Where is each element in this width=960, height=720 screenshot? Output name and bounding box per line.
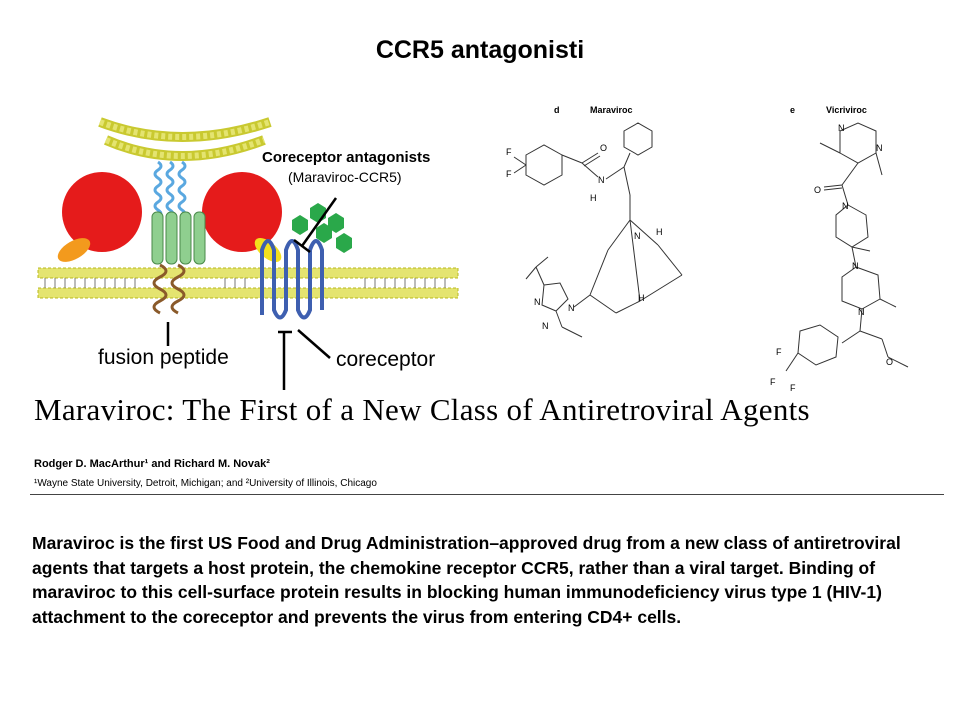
- label-antagonists-sub: (Maraviroc-CCR5): [288, 169, 402, 185]
- atom-h1: H: [590, 193, 597, 203]
- divider-rule: [30, 494, 944, 495]
- atom-f1: F: [506, 147, 512, 157]
- cell-membrane: [37, 267, 459, 299]
- atom-o1: O: [600, 143, 607, 153]
- abstract-text: Maraviroc is the first US Food and Drug …: [32, 533, 901, 627]
- gp41-core: [151, 211, 206, 265]
- atom-o3: O: [886, 357, 893, 367]
- atom-h2: H: [656, 227, 663, 237]
- label-fusion-peptide: fusion peptide: [98, 346, 229, 369]
- hiv-fusion-diagram: Coreceptor antagonists (Maraviroc-CCR5) …: [37, 117, 459, 390]
- slide-title: CCR5 antagonisti: [375, 36, 585, 64]
- inhibition-arrow: [300, 197, 338, 247]
- atom-n9: N: [852, 261, 859, 271]
- maraviroc-structure: [513, 122, 683, 338]
- cd4-left: [57, 238, 91, 262]
- atom-n6: N: [838, 123, 845, 133]
- fusion-peptide-coil: [152, 263, 168, 315]
- ccr5-coreceptor: [260, 239, 324, 320]
- paper-authors: Rodger D. MacArthur¹ and Richard M. Nova…: [34, 458, 270, 470]
- atom-o2: O: [814, 185, 821, 195]
- atom-f5: F: [790, 383, 796, 393]
- atom-n4: N: [534, 297, 541, 307]
- atom-n5: N: [542, 321, 549, 331]
- panel-d-letter: d: [554, 105, 560, 115]
- atom-f4: F: [770, 377, 776, 387]
- atom-n1: N: [598, 175, 605, 185]
- atom-n2: N: [634, 231, 641, 241]
- panel-e-letter: e: [790, 105, 795, 115]
- chemical-structures: d Maraviroc F F O N H N H H N N N e Vicr…: [506, 105, 909, 393]
- atom-f2: F: [506, 169, 512, 179]
- atom-f3: F: [776, 347, 782, 357]
- atom-n8: N: [842, 201, 849, 211]
- atom-n10: N: [858, 307, 865, 317]
- label-coreceptor: coreceptor: [336, 348, 435, 371]
- paper-title: Maraviroc: The First of a New Class of A…: [34, 392, 810, 427]
- atom-n7: N: [876, 143, 883, 153]
- panel-e-name: Vicriviroc: [826, 105, 867, 115]
- paper-affiliations: ¹Wayne State University, Detroit, Michig…: [34, 478, 377, 489]
- label-antagonists: Coreceptor antagonists: [262, 149, 430, 166]
- gp120-right: [202, 172, 282, 252]
- atom-h3: H: [638, 293, 645, 303]
- viral-membrane: [98, 117, 272, 161]
- atom-n3: N: [568, 303, 575, 313]
- gp120-left: [62, 172, 142, 252]
- vicriviroc-structure: [785, 122, 909, 372]
- gp41-helices: [153, 160, 187, 220]
- panel-d-name: Maraviroc: [590, 105, 633, 115]
